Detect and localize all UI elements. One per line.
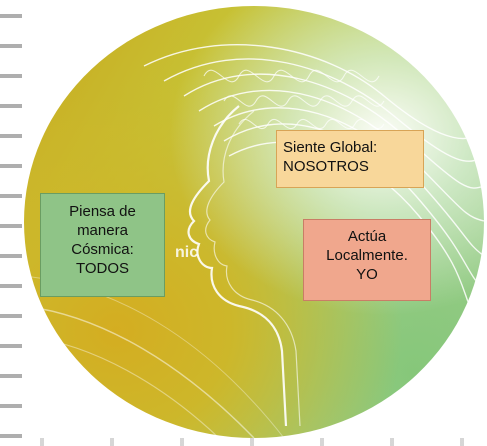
cosmic-line-4: TODOS <box>75 260 130 277</box>
background-text-fragment: nic <box>175 244 199 261</box>
cosmic-line-3: Cósmica: <box>71 241 134 258</box>
cosmic-line-1: Piensa de <box>69 203 136 220</box>
act-local-box: Actúa Localmente. YO <box>303 219 431 301</box>
local-line-2: Localmente. <box>326 247 408 264</box>
think-cosmic-box: Piensa de manera Cósmica: TODOS <box>40 193 165 297</box>
global-line-2: NOSOTROS <box>283 158 369 175</box>
local-line-3: YO <box>356 266 378 283</box>
left-edge-artifact <box>0 0 22 446</box>
bottom-edge-artifact <box>0 438 487 446</box>
global-line-1: Siente Global: <box>283 139 378 156</box>
local-line-1: Actúa <box>347 228 387 245</box>
cosmic-line-2: manera <box>77 222 128 239</box>
wave-lines-graphic <box>24 44 484 438</box>
feel-global-box: Siente Global: NOSOTROS <box>276 130 424 188</box>
